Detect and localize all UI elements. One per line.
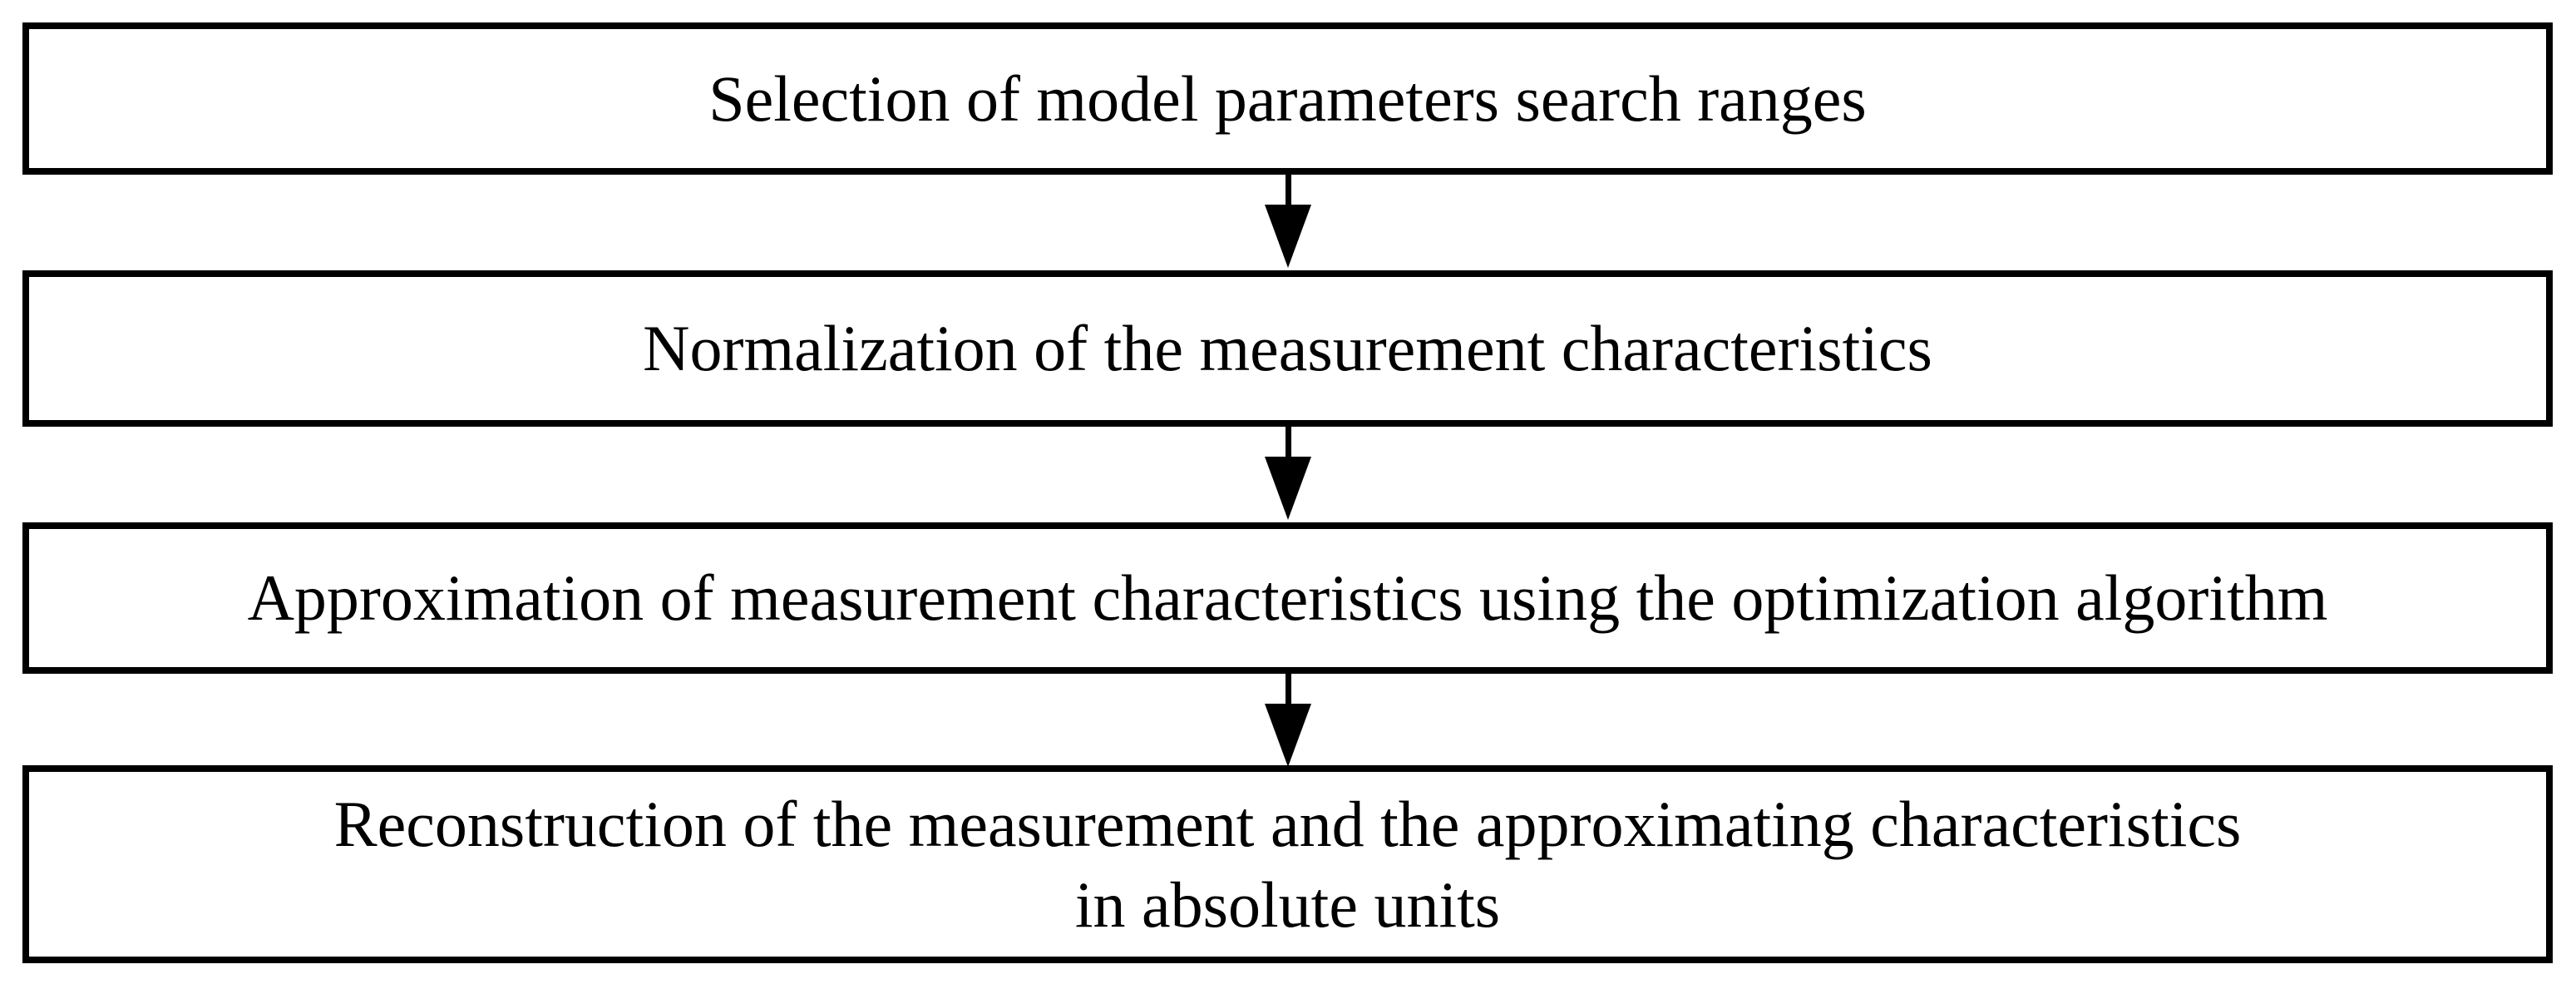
arrow-head <box>1265 704 1311 767</box>
flow-step-selection: Selection of model parameters search ran… <box>22 22 2553 175</box>
arrow-stem <box>1285 427 1291 457</box>
flow-step-reconstruction-label-line1: Reconstruction of the measurement and th… <box>333 787 2242 860</box>
flow-step-normalization: Normalization of the measurement charact… <box>22 270 2553 427</box>
flow-step-selection-label: Selection of model parameters search ran… <box>708 62 1867 135</box>
arrow-down-2-icon <box>1265 427 1311 520</box>
flow-step-approximation-label: Approximation of measurement characteris… <box>247 561 2328 635</box>
arrow-stem <box>1285 674 1291 704</box>
arrow-stem <box>1285 175 1291 205</box>
flow-step-reconstruction: Reconstruction of the measurement and th… <box>22 765 2553 963</box>
flow-step-reconstruction-label-line2: in absolute units <box>1074 868 1501 941</box>
flow-step-approximation: Approximation of measurement characteris… <box>22 522 2553 674</box>
arrow-down-1-icon <box>1265 175 1311 268</box>
arrow-head <box>1265 205 1311 268</box>
arrow-head <box>1265 457 1311 520</box>
arrow-down-3-icon <box>1265 674 1311 767</box>
flow-step-normalization-label: Normalization of the measurement charact… <box>643 312 1932 385</box>
